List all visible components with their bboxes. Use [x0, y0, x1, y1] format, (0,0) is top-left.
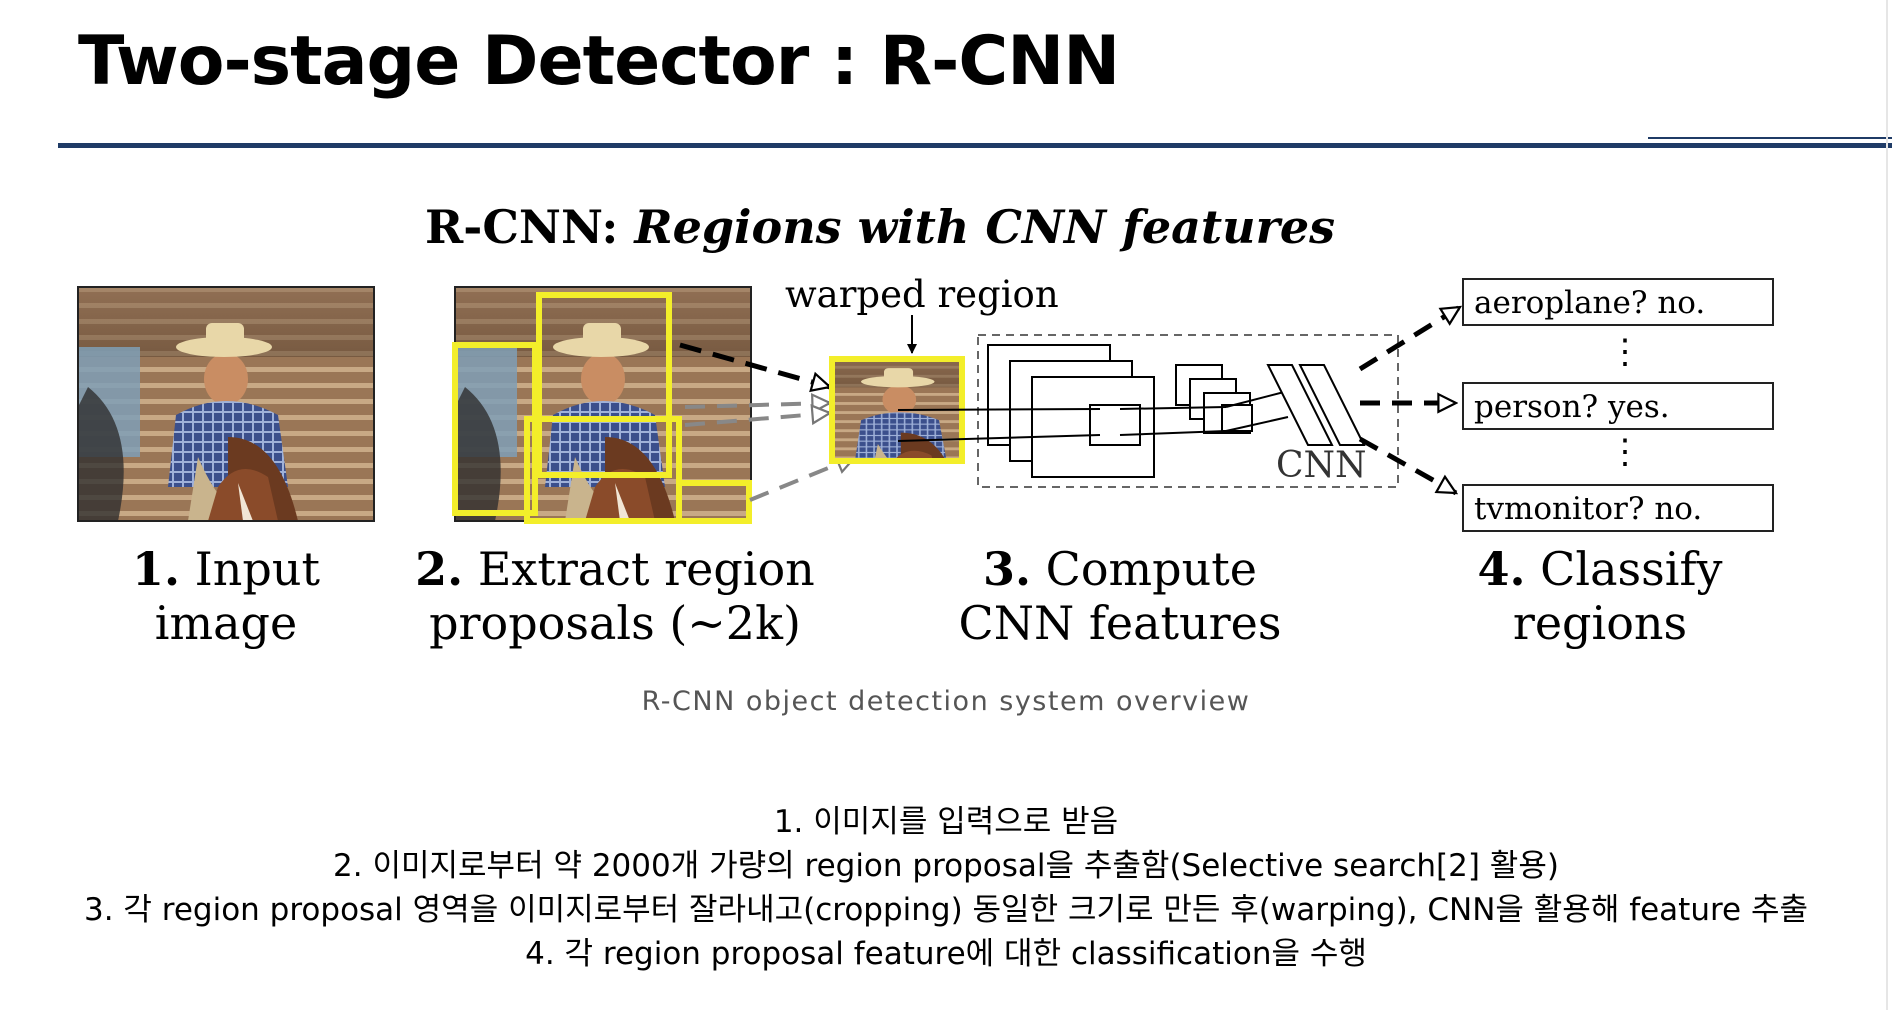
title-divider-accent	[1648, 137, 1892, 139]
cnn-label: CNN	[1276, 445, 1367, 486]
step-4-line-2: regions	[1513, 596, 1687, 650]
step-2-line-2: proposals (~2k)	[429, 596, 801, 650]
step-2-line-1: 2. Extract region	[415, 542, 815, 596]
class-output-label: person? yes.	[1474, 389, 1670, 425]
fc-layer	[1298, 364, 1366, 446]
class-output-tvmonitor: tvmonitor? no.	[1462, 484, 1774, 532]
warp-arrow	[749, 457, 855, 502]
class-ellipsis: ⋮	[1608, 332, 1642, 372]
warped-region-label: warped region	[785, 273, 1059, 316]
class-output-label: tvmonitor? no.	[1474, 491, 1702, 527]
step-3-line-1: 3. Compute	[983, 542, 1257, 596]
description-line-3: 3. 각 region proposal 영역을 이미지로부터 잘라내고(cro…	[83, 892, 1809, 928]
classify-arrow	[1358, 304, 1460, 372]
proposal-box	[452, 342, 538, 516]
proposal-image	[452, 286, 752, 524]
figure-heading-italic: Regions with CNN features	[632, 200, 1335, 254]
description-line-2: 2. 이미지로부터 약 2000개 가량의 region proposal을 추…	[333, 848, 1559, 884]
figure-caption: R-CNN object detection system overview	[641, 686, 1251, 717]
step-1-line-1: 1. Input	[132, 542, 321, 596]
figure-heading: R-CNN: Regions with CNN features	[425, 200, 1335, 254]
slide-edge	[1886, 0, 1888, 1010]
step-1-line-2: image	[155, 596, 297, 650]
warp-arrow	[684, 403, 830, 407]
classify-arrow	[1358, 436, 1456, 496]
description-line-4: 4. 각 region proposal feature에 대한 classif…	[525, 936, 1367, 972]
class-output-person: person? yes.	[1462, 382, 1774, 430]
fc-layer	[1266, 364, 1334, 446]
proposal-box	[524, 416, 682, 524]
step-4-line-1: 4. Classify	[1478, 542, 1723, 596]
proposal-box	[536, 292, 672, 478]
cnn-block: CNN	[897, 334, 1399, 488]
warp-arrow	[684, 413, 830, 427]
warp-arrow	[679, 342, 830, 387]
figure-heading-prefix: R-CNN:	[425, 200, 634, 254]
class-ellipsis: ⋮	[1608, 432, 1642, 472]
description-list: 1. 이미지를 입력으로 받음 2. 이미지로부터 약 2000개 가량의 re…	[0, 800, 1892, 976]
class-output-label: aeroplane? no.	[1474, 285, 1705, 321]
description-line-1: 1. 이미지를 입력으로 받음	[773, 804, 1119, 840]
class-output-aeroplane: aeroplane? no.	[1462, 278, 1774, 326]
rcnn-diagram: R-CNN: Regions with CNN features warped …	[77, 200, 1774, 650]
step-3-line-2: CNN features	[959, 596, 1282, 650]
proposal-box	[676, 480, 752, 524]
title-divider	[58, 143, 1892, 148]
slide-title: Two-stage Detector : R-CNN	[78, 22, 1120, 101]
input-image	[77, 286, 375, 522]
cnn-dashed-frame	[977, 334, 1399, 488]
